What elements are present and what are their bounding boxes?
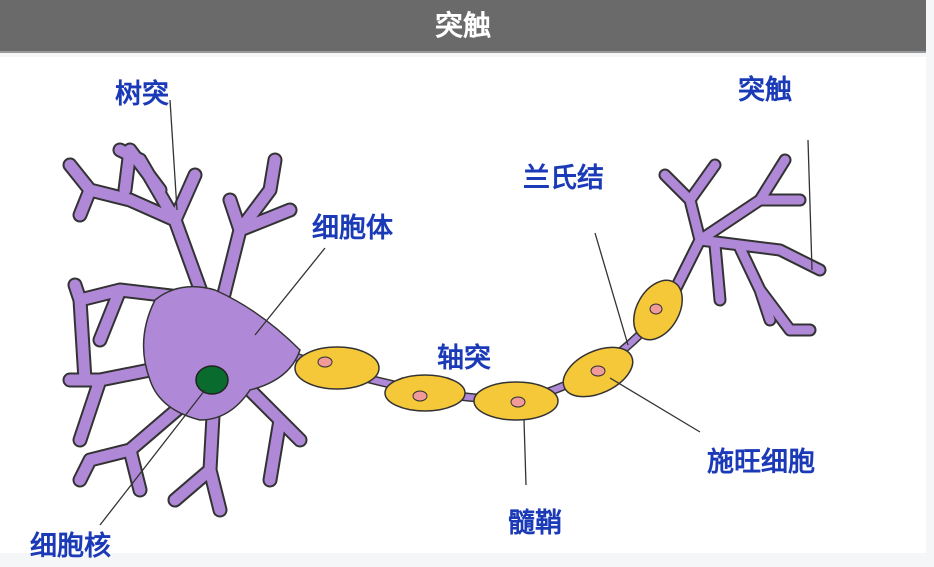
label-schwann-cell: 施旺细胞 [707, 447, 815, 478]
label-node-of-ranvier: 兰氏结 [523, 163, 604, 194]
dendrites [64, 144, 825, 516]
leader-lines [99, 99, 813, 526]
label-axon: 轴突 [437, 343, 491, 374]
label-synapse: 突触 [738, 75, 792, 106]
label-dendrite: 树突 [115, 79, 169, 110]
cell-body [142, 285, 301, 421]
label-cell-body: 细胞体 [312, 213, 393, 244]
title-bar: 突触 [0, 0, 926, 53]
schwann-cell-1 [294, 346, 380, 390]
label-myelin-sheath: 髓鞘 [508, 508, 562, 539]
nucleus [195, 365, 229, 395]
myelin-sheath [294, 279, 683, 421]
label-nucleus: 细胞核 [30, 531, 111, 562]
